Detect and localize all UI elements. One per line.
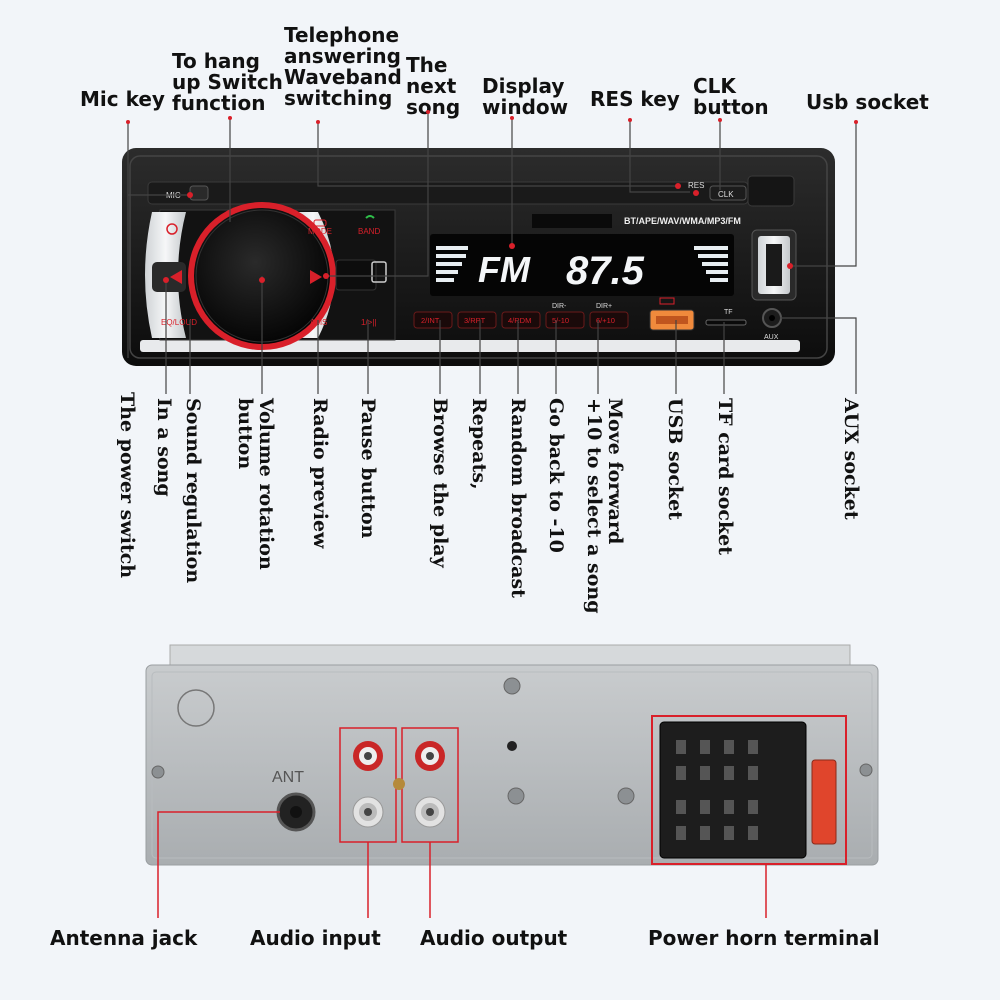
rca-jacks	[352, 741, 446, 828]
res-button[interactable]	[693, 190, 699, 196]
power-icon[interactable]	[166, 223, 178, 235]
power-connector[interactable]	[659, 721, 807, 859]
power-switch-label: The power switch	[116, 392, 138, 579]
move-forward-label: Move forward +10 to select a song	[583, 398, 626, 614]
pause-key-text: 1/>||	[361, 318, 377, 327]
aux-socket-label: AUX socket	[840, 398, 862, 520]
radio-preview-label: Radio preview	[309, 398, 331, 549]
preset-6-text: 6/+10	[596, 316, 615, 325]
phone-answer-icon[interactable]	[365, 215, 375, 219]
mode-text: MODE	[308, 227, 332, 236]
preset-button-2[interactable]	[413, 311, 453, 329]
clk-button-label: CLK button	[693, 74, 769, 119]
audio-output-label: Audio output	[420, 926, 568, 950]
sound-regulation-label: Sound regulation	[182, 398, 204, 584]
preset-4-text: 4/RDM	[508, 316, 531, 325]
dir-minus-text: DIR-	[552, 303, 567, 310]
display-frequency: 87.5	[566, 249, 645, 293]
preset-buttons	[413, 311, 629, 329]
band-text: BAND	[358, 227, 380, 236]
display-band: FM	[478, 249, 531, 290]
phone-hangup-icon[interactable]	[313, 219, 327, 227]
browse-play-label: Browse the play	[429, 398, 451, 568]
display-window-label: Display window	[482, 74, 569, 119]
go-back-label: Go back to -10	[545, 398, 567, 553]
formats-text: BT/APE/WAV/WMA/MP3/FM	[624, 216, 741, 226]
preset-2-text: 2/INT	[421, 316, 440, 325]
volume-label: Volume rotation button	[234, 398, 277, 570]
antenna-jack-label: Antenna jack	[50, 926, 198, 950]
preset-button-4[interactable]	[501, 311, 541, 329]
telephone-label: Telephone answering Waveband switching	[284, 23, 402, 110]
preset-3-text: 3/RPT	[464, 316, 486, 325]
res-key-label: RES key	[590, 87, 680, 111]
mic-button[interactable]	[189, 185, 209, 201]
preset-button-3[interactable]	[457, 311, 497, 329]
in-a-song-label: In a song	[153, 398, 175, 497]
ant-text: ANT	[272, 769, 304, 786]
tf-card-slot[interactable]	[705, 319, 747, 326]
repeats-label: Repeats,	[468, 398, 490, 490]
usb-socket-label: USB socket	[664, 398, 686, 520]
mic-key-label: Mic key	[80, 87, 165, 111]
clk-button[interactable]	[709, 185, 747, 201]
usb-socket-top-label: Usb socket	[806, 90, 929, 114]
fuse	[811, 759, 837, 845]
dir-plus-text: DIR+	[596, 303, 612, 310]
random-broadcast-label: Random broadcast	[507, 398, 529, 598]
preset-5-text: 5/-10	[552, 316, 569, 325]
battery-icon	[659, 297, 675, 305]
power-horn-terminal-label: Power horn terminal	[648, 926, 880, 950]
pause-button-label: Pause button	[357, 398, 379, 539]
preset-button-6[interactable]	[589, 311, 629, 329]
eq-loud-text: EQ/LOUD	[161, 318, 197, 327]
tf-text: TF	[724, 309, 733, 316]
tf-card-socket-label: TF card socket	[714, 398, 736, 556]
next-song-label: The next song	[406, 53, 461, 119]
clk-text: CLK	[718, 190, 734, 199]
res-text: RES	[688, 181, 704, 190]
ams-text: AMS	[310, 318, 327, 327]
screw-icons	[151, 677, 873, 805]
hang-up-label: To hang up Switch function	[172, 49, 283, 115]
display-window	[430, 234, 734, 296]
aux-text: AUX	[764, 334, 779, 341]
audio-input-label: Audio input	[250, 926, 381, 950]
